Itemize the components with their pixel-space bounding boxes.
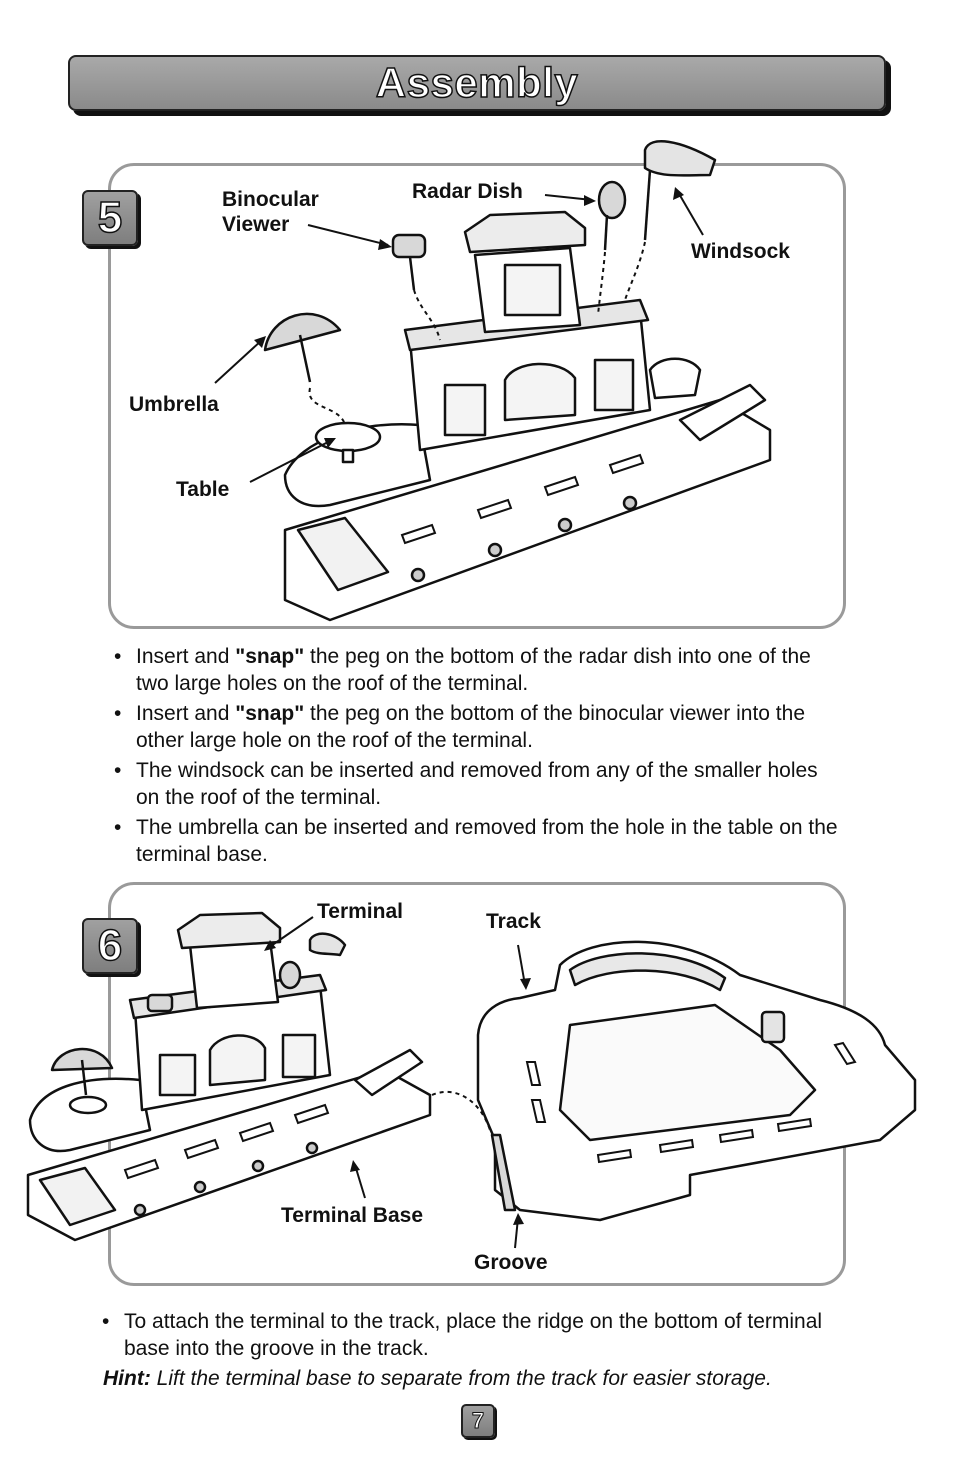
step5-bullet: The umbrella can be inserted and removed… xyxy=(112,814,842,868)
track-label: Track xyxy=(486,910,541,933)
hint-text: Hint: Lift the terminal base to separate… xyxy=(103,1367,772,1390)
step5-bullet: The windsock can be inserted and removed… xyxy=(112,757,842,811)
step5-badge: 5 xyxy=(82,190,138,246)
page-title: Assembly xyxy=(375,58,579,107)
step5-instructions: Insert and "snap" the peg on the bottom … xyxy=(112,643,842,871)
page-number: 7 xyxy=(461,1404,495,1438)
terminal-label: Terminal xyxy=(317,900,403,923)
table-label: Table xyxy=(176,478,230,501)
groove-label: Groove xyxy=(474,1251,548,1274)
radar-dish-label: Radar Dish xyxy=(412,180,523,203)
step5-bullet: Insert and "snap" the peg on the bottom … xyxy=(112,643,842,697)
step5-terminal-illustration xyxy=(214,140,772,622)
page-title-bar: Assembly xyxy=(68,55,886,111)
step5-bullet: Insert and "snap" the peg on the bottom … xyxy=(112,700,842,754)
windsock-label: Windsock xyxy=(691,240,790,263)
step6-badge: 6 xyxy=(82,918,138,974)
step6-instructions: To attach the terminal to the track, pla… xyxy=(100,1308,860,1365)
binocular-viewer-label: Binocular Viewer xyxy=(222,188,319,236)
umbrella-label: Umbrella xyxy=(129,393,219,416)
step6-bullet: To attach the terminal to the track, pla… xyxy=(100,1308,860,1362)
step6-terminal-and-track-illustration xyxy=(26,911,917,1249)
terminal-base-label: Terminal Base xyxy=(281,1204,424,1227)
